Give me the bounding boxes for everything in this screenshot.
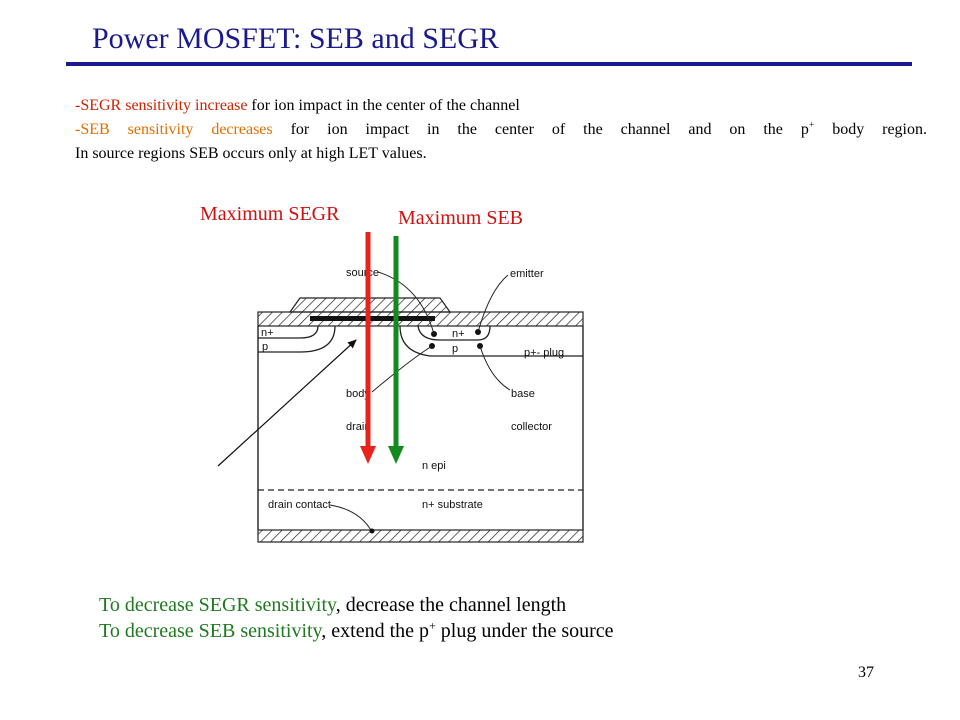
bottom-drain-metal [257, 529, 584, 543]
bullet-seb: -SEB sensitivity decreases for ion impac… [75, 118, 927, 142]
max-seb-label: Maximum SEB [398, 207, 524, 229]
conclusion-segr: To decrease SEGR sensitivity, decrease t… [99, 592, 614, 618]
body-leader [371, 345, 433, 393]
drain-contact-leader [329, 504, 373, 533]
label-p-right: p [452, 343, 458, 355]
label-n-epi: n epi [422, 460, 446, 472]
segr-highlight: -SEGR sensitivity increase [75, 97, 248, 114]
label-n-plus-right: n+ [452, 328, 465, 340]
bullet-source: In source regions SEB occurs only at hig… [75, 145, 427, 162]
label-n-plus-substrate: n+ substrate [422, 499, 483, 511]
conclusion-segr-highlight: To decrease SEGR sensitivity [99, 594, 336, 616]
conclusion-segr-rest: , decrease the channel length [335, 594, 567, 616]
source-leader [377, 271, 435, 335]
seb-rest: for ion impact in the center of the chan… [272, 121, 809, 138]
seb-rest-end: body region. [814, 121, 928, 138]
conclusion-seb-rest-end: plug under the source [435, 620, 614, 642]
seb-sup: + [808, 119, 815, 131]
label-n-plus-left: n+ [261, 327, 274, 339]
base-leader [479, 345, 511, 391]
conclusion-seb-highlight: To decrease SEB sensitivity [99, 620, 322, 642]
bullet-text: -SEGR sensitivity increase for ion impac… [75, 94, 927, 166]
page-number: 37 [858, 664, 874, 681]
left-n-plus-well [258, 325, 319, 339]
bullet-segr: -SEGR sensitivity increase for ion impac… [75, 94, 927, 118]
conclusions: To decrease SEGR sensitivity, decrease t… [99, 592, 614, 644]
label-p-plus-plug: p+- plug [524, 347, 564, 359]
label-collector: collector [511, 421, 552, 433]
max-segr-arrow [360, 232, 376, 464]
segr-rest: for ion impact in the center of the chan… [247, 97, 520, 114]
label-base: base [511, 388, 535, 400]
label-emitter: emitter [510, 268, 544, 280]
title-underline [66, 62, 912, 66]
right-p-well [399, 325, 583, 357]
label-body: body [346, 388, 370, 400]
label-source: source [346, 267, 379, 279]
left-p-well [258, 325, 336, 353]
right-n-plus-well [417, 325, 491, 341]
conclusion-seb-rest: , extend the p [321, 620, 430, 642]
slide-title: Power MOSFET: SEB and SEGR [92, 22, 499, 55]
drain-contact-dot [369, 528, 375, 534]
emitter-leader [477, 274, 509, 333]
label-p-left: p [262, 341, 268, 353]
label-drain-contact: drain contact [268, 499, 331, 511]
max-segr-label: Maximum SEGR [200, 203, 340, 225]
label-drain: drain [346, 421, 370, 433]
max-seb-arrow [388, 236, 404, 464]
gate-poly [310, 316, 435, 321]
conclusion-seb-sup: + [429, 618, 436, 633]
conclusion-seb: To decrease SEB sensitivity, extend the … [99, 618, 614, 644]
channel-pointer-arrow [217, 339, 357, 467]
seb-highlight: -SEB sensitivity decreases [75, 121, 273, 138]
